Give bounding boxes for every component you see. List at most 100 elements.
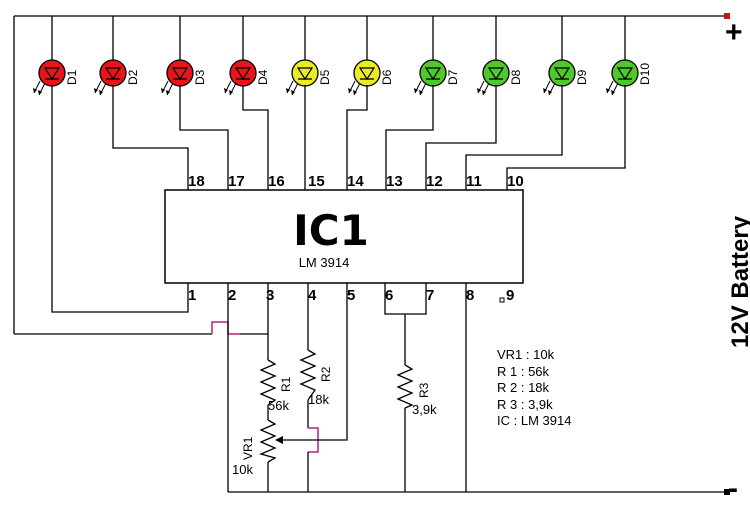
- led-6-body: [353, 59, 381, 87]
- pin-10-label: 10: [507, 173, 524, 190]
- note-r3: R 3 : 3,9k: [497, 396, 553, 412]
- led-10-body: [611, 59, 639, 87]
- led-5-diode-symbol: [296, 67, 314, 81]
- led-10-label: D10: [638, 63, 652, 85]
- led-8-ray-head-1: [477, 88, 481, 93]
- led-3-diode-symbol: [171, 67, 189, 81]
- led-3-body: [166, 59, 194, 87]
- led-5-body: [291, 59, 319, 87]
- wire-jumper-top: [211, 321, 240, 335]
- led-8-diode-symbol: [487, 67, 505, 81]
- note-vr1: VR1 : 10k: [497, 347, 555, 362]
- led-4-ray-head-1: [224, 88, 228, 93]
- led-2-ray-head-2: [99, 90, 103, 95]
- pin-8-label: 8: [466, 287, 474, 304]
- pin-4-label: 4: [308, 287, 317, 304]
- led-5-ray-head-2: [291, 90, 295, 95]
- ic-title: IC1: [293, 206, 369, 255]
- wire-d3-pin17: [179, 85, 229, 190]
- resistor-r1: [259, 359, 277, 406]
- pin-5-label: 5: [347, 287, 355, 304]
- led-3-label: D3: [193, 69, 207, 85]
- wire-d9-pin11: [465, 85, 563, 190]
- led-7: D7: [414, 16, 460, 96]
- wiper-arrow: [275, 436, 283, 444]
- led-2-body: [99, 59, 127, 87]
- resistor-r2: [299, 349, 317, 401]
- battery-label: 12V Battery: [727, 215, 750, 348]
- wire-pin5-wiper: [276, 283, 348, 441]
- led-4-diode-symbol: [234, 67, 252, 81]
- led-5-label: D5: [318, 69, 332, 85]
- led-8-label: D8: [509, 69, 523, 85]
- r1-name: R1: [279, 376, 293, 392]
- led-1-body: [38, 59, 66, 87]
- led-7-diode-symbol: [424, 67, 442, 81]
- wire-d4-pin16: [242, 85, 269, 190]
- led-7-label: D7: [446, 69, 460, 85]
- vr1-name: VR1: [241, 436, 255, 460]
- resistor-r3: [396, 364, 414, 409]
- led-1-label: D1: [65, 69, 79, 85]
- led-10-ray-head-1: [606, 88, 610, 93]
- led-8: D8: [477, 16, 523, 96]
- led-9: D9: [543, 16, 589, 96]
- led-8-ray-head-2: [482, 90, 486, 95]
- led-9-ray-head-2: [548, 90, 552, 95]
- pin-17-label: 17: [228, 173, 245, 190]
- note-r2: R 2 : 18k: [497, 380, 550, 395]
- r2-value: 18k: [308, 392, 329, 407]
- battery-minus-terminal: [724, 489, 730, 495]
- pin-9-terminal: [499, 297, 505, 303]
- led-1: D1: [33, 16, 79, 96]
- note-r1: R 1 : 56k: [497, 363, 550, 379]
- ic-subtitle: LM 3914: [299, 255, 350, 270]
- pin-15-label: 15: [308, 173, 325, 190]
- vr1-value: 10k: [232, 462, 253, 477]
- led-6-ray-head-1: [348, 88, 352, 93]
- wire-d2-pin18: [112, 85, 189, 190]
- battery-plus-terminal: [724, 13, 730, 19]
- led-3-ray-head-2: [166, 90, 170, 95]
- led-9-diode-symbol: [553, 67, 571, 81]
- r3-value: 3,9k: [412, 402, 437, 417]
- pin-7-label: 7: [426, 287, 434, 304]
- led-9-label: D9: [575, 69, 589, 85]
- pin-3-label: 3: [266, 287, 274, 304]
- led-2-label: D2: [126, 69, 140, 85]
- led-7-ray-head-1: [414, 88, 418, 93]
- led-10: D10: [606, 16, 652, 96]
- led-9-ray-head-1: [543, 88, 547, 93]
- led-6: D6: [348, 16, 394, 96]
- pin-16-label: 16: [268, 173, 285, 190]
- battery-minus: -: [728, 472, 738, 505]
- pin-1-label: 1: [188, 287, 196, 304]
- wire-d10-pin10: [506, 85, 626, 190]
- led-7-ray-head-2: [419, 90, 423, 95]
- led-10-diode-symbol: [616, 67, 634, 81]
- led-5: D5: [286, 16, 332, 96]
- led-4-body: [229, 59, 257, 87]
- led-2-diode-symbol: [104, 67, 122, 81]
- wire-d6-pin14: [346, 85, 368, 190]
- wire-d7-pin13: [385, 85, 434, 190]
- led-3: D3: [161, 16, 207, 96]
- led-7-body: [419, 59, 447, 87]
- led-8-body: [482, 59, 510, 87]
- led-3-ray-head-1: [161, 88, 165, 93]
- r3-name: R3: [417, 382, 431, 398]
- pin-12-label: 12: [426, 173, 443, 190]
- note-ic: IC : LM 3914: [497, 413, 572, 428]
- led-4: D4: [224, 16, 270, 96]
- led-1-ray-head-1: [33, 88, 37, 93]
- led-6-label: D6: [380, 69, 394, 85]
- wire-d1-pin1: [51, 85, 189, 313]
- r2-name: R2: [319, 366, 333, 382]
- led-10-ray-head-2: [611, 90, 615, 95]
- led-1-ray-head-2: [38, 90, 42, 95]
- led-9-body: [548, 59, 576, 87]
- r1-value: 56k: [268, 398, 289, 413]
- led-6-diode-symbol: [358, 67, 376, 81]
